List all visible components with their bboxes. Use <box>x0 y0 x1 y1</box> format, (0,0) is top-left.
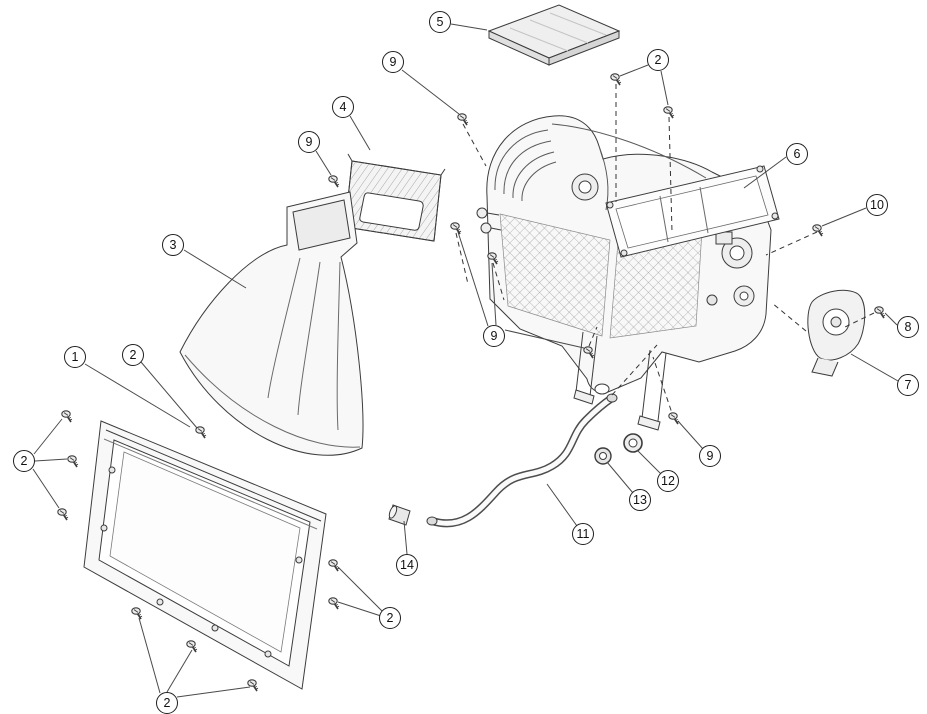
grommet-large <box>623 433 643 453</box>
vent-grille <box>344 153 446 242</box>
dashed-axes <box>455 84 875 420</box>
leader-lines <box>32 23 899 698</box>
drain-hose <box>426 393 618 528</box>
grommet-ring <box>594 447 612 465</box>
cabin-filter <box>487 4 621 66</box>
air-duct <box>179 191 364 456</box>
hvac-housing <box>476 115 772 431</box>
condenser-panel <box>83 420 327 690</box>
mounting-bracket <box>605 165 780 258</box>
small-fitting <box>388 504 411 526</box>
side-actuator <box>807 289 866 377</box>
